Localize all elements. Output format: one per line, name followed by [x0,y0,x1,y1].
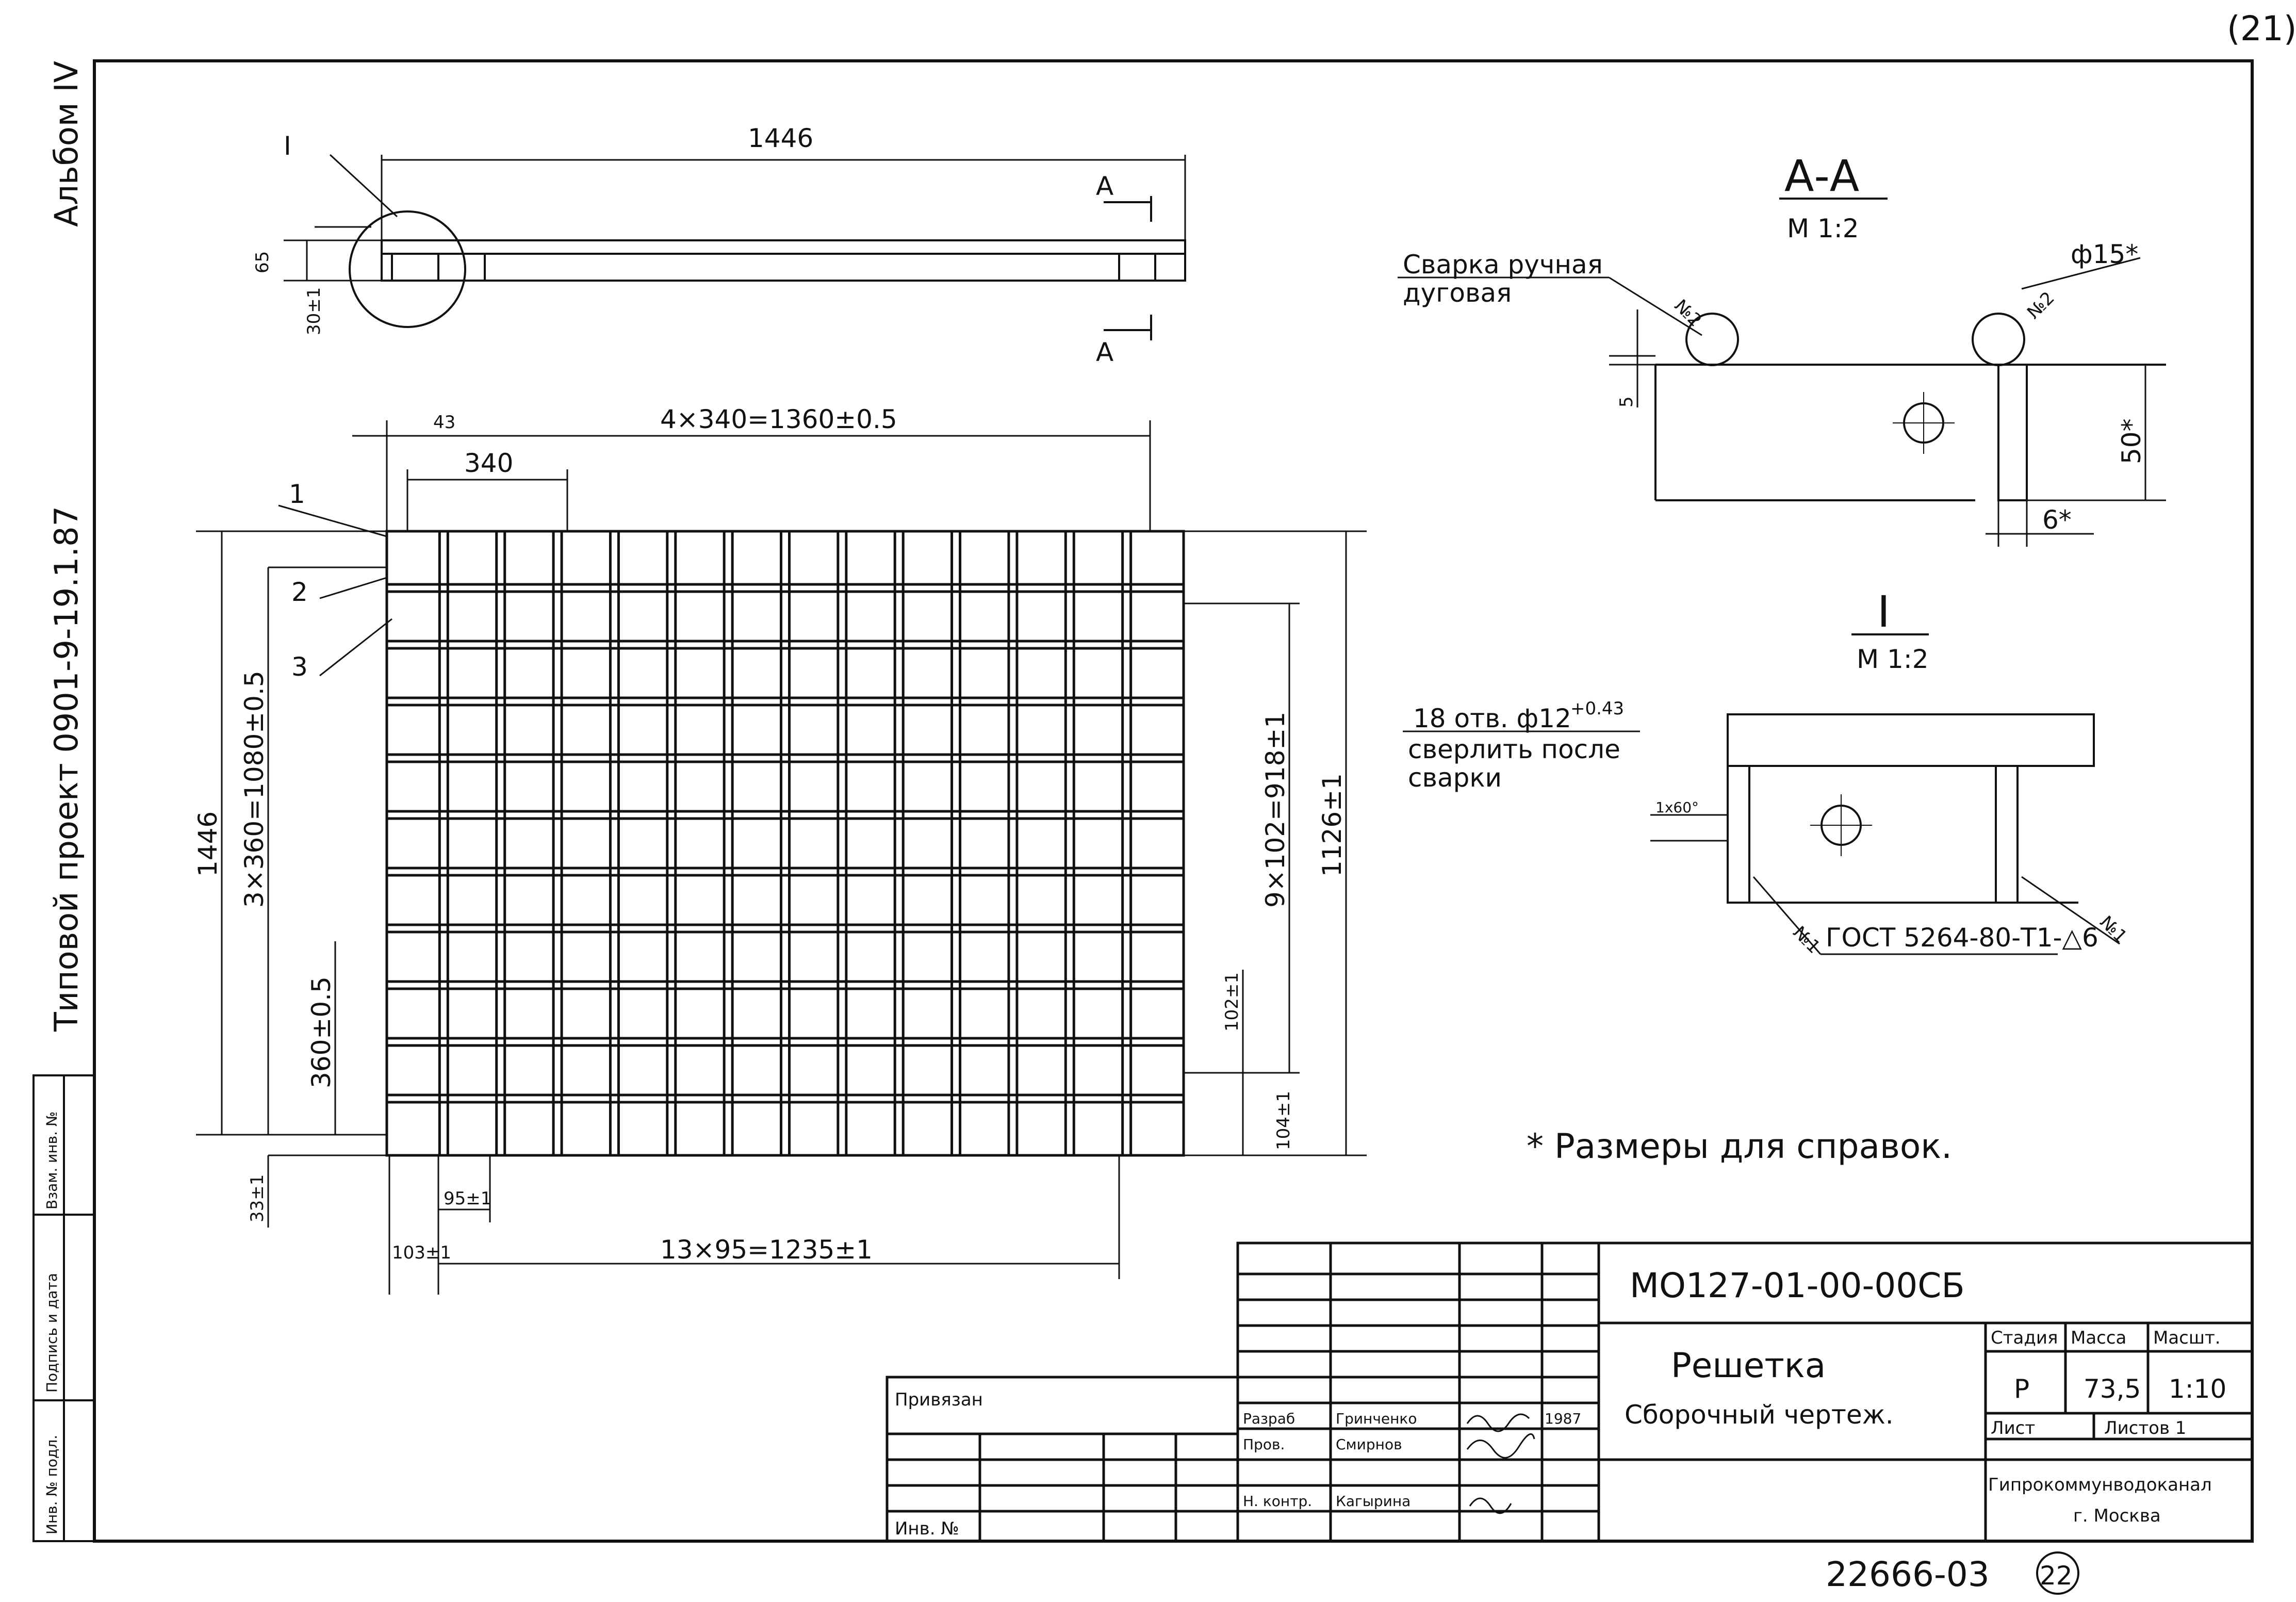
title-sheets-label: Листов 1 [2104,1418,2186,1438]
title-stage: Р [2014,1374,2029,1404]
dim-left-33: 33±1 [247,1174,268,1222]
label-view-I-marker: I [284,131,291,161]
title-scale-header: Масшт. [2153,1328,2221,1348]
title-name-prov: Смирнов [1336,1436,1402,1453]
signature-marks [1466,1413,1535,1514]
label-cut-a-top: A [1096,171,1113,201]
note-reference-dims: * Размеры для справок. [1527,1126,1952,1166]
view-i-note1: сверлить после [1408,734,1620,764]
sheet-frame [93,59,2254,1543]
title-name-line2: Сборочный чертеж. [1625,1400,1894,1430]
title-role-razrab: Разраб [1243,1410,1295,1427]
dim-5: 5 [1616,396,1637,407]
sheet-number-bottom: 22 [2040,1561,2073,1591]
dim-height-65: 65 [252,251,273,273]
title-privyazan: Привязан [895,1390,983,1410]
view-i-gost: ГОСТ 5264-80-Т1-△6 [1826,923,2098,953]
title-block [885,1241,2254,1543]
plan-dimension-lines [196,420,1367,1295]
dim-side-30: 30±1 [304,287,324,335]
stamp-vzam-inv: Взам. инв. № [43,1111,60,1209]
dim-top-overall: 1446 [748,123,813,153]
view-i-tolerance: +0.43 [1570,698,1624,719]
view-i-holes: 18 отв. ф12 [1413,704,1571,733]
title-org-line1: Гипрокоммунводоканал [1988,1475,2212,1495]
title-name-line1: Решетка [1671,1346,1826,1385]
section-aa-scale: М 1:2 [1787,214,1859,243]
dim-left-overall: 1446 [193,811,223,877]
title-name-razrab: Гринченко [1336,1410,1417,1427]
view-i-detail [1403,633,2120,955]
title-role-nkontr: Н. контр. [1243,1493,1312,1510]
view-i-title: I [1877,586,1890,637]
sheet-number-top: (21) [2227,9,2296,48]
view-i-weld-right: №1 [2096,912,2131,947]
dim-43: 43 [433,412,455,433]
dim-bottom-95: 95±1 [444,1188,491,1209]
pos-label-3: 3 [291,652,308,682]
pos-label-2: 2 [291,577,308,607]
dim-bottom-103: 103±1 [392,1243,451,1263]
archive-code: 22666-03 [1826,1555,1990,1594]
view-i-dim-chamfer: 1х60° [1655,799,1699,816]
title-stage-header: Стадия [1991,1328,2058,1348]
stamp-inv-podl: Инв. № подл. [43,1435,60,1534]
top-elevation-view [284,154,1186,340]
dim-340: 340 [464,448,513,478]
left-stamp [32,1074,95,1542]
dim-left-360: 360±0.5 [306,976,336,1088]
stamp-podpis-data: Подпись и дата [43,1273,60,1393]
plan-view [385,530,1185,1157]
title-scale: 1:10 [2169,1374,2226,1404]
grating-grid [387,531,1184,1155]
title-mass: 73,5 [2084,1374,2141,1404]
pos-label-1: 1 [289,479,305,509]
dim-50: 50* [2117,418,2146,464]
dim-dia-15: ф15* [2071,239,2138,269]
weld-no2-left: №2 [1670,296,1706,331]
view-i-note2: сварки [1408,763,1502,793]
dim-right-104: 104±1 [1273,1091,1294,1150]
section-aa-title: А-А [1784,151,1859,201]
label-cut-a-bottom: A [1096,337,1113,367]
title-sheet-label: Лист [1991,1418,2035,1438]
title-mass-header: Масса [2071,1328,2126,1348]
weld-no2-right: №2 [2023,288,2059,323]
dim-top-plan: 4×340=1360±0.5 [660,404,897,434]
weld-note-2: дуговая [1403,278,1512,308]
title-designation: МО127-01-00-00СБ [1630,1266,1965,1305]
title-inv-no: Инв. № [895,1518,959,1539]
weld-note-1: Сварка ручная [1403,250,1603,280]
title-org-line2: г. Москва [2073,1506,2161,1526]
section-aa-view [1398,198,2166,547]
title-year: 1987 [1545,1410,1581,1427]
dim-right-1126: 1126±1 [1317,773,1347,877]
dim-bottom-13x95: 13×95=1235±1 [660,1235,873,1265]
dim-right-102: 102±1 [1222,972,1242,1032]
dim-right-9x102: 9×102=918±1 [1260,712,1290,908]
side-project-label: Типовой проект 0901-9-19.1.87 [47,506,85,1032]
title-name-nkontr: Кагырина [1336,1493,1411,1510]
title-role-prov: Пров. [1243,1436,1285,1453]
dim-left-3x360: 3×360=1080±0.5 [239,671,269,908]
sheet-number-bottom-circle [2036,1551,2079,1595]
view-i-scale: М 1:2 [1857,644,1929,674]
side-album-label: Альбом IV [47,61,85,227]
dim-6: 6* [2042,505,2072,535]
